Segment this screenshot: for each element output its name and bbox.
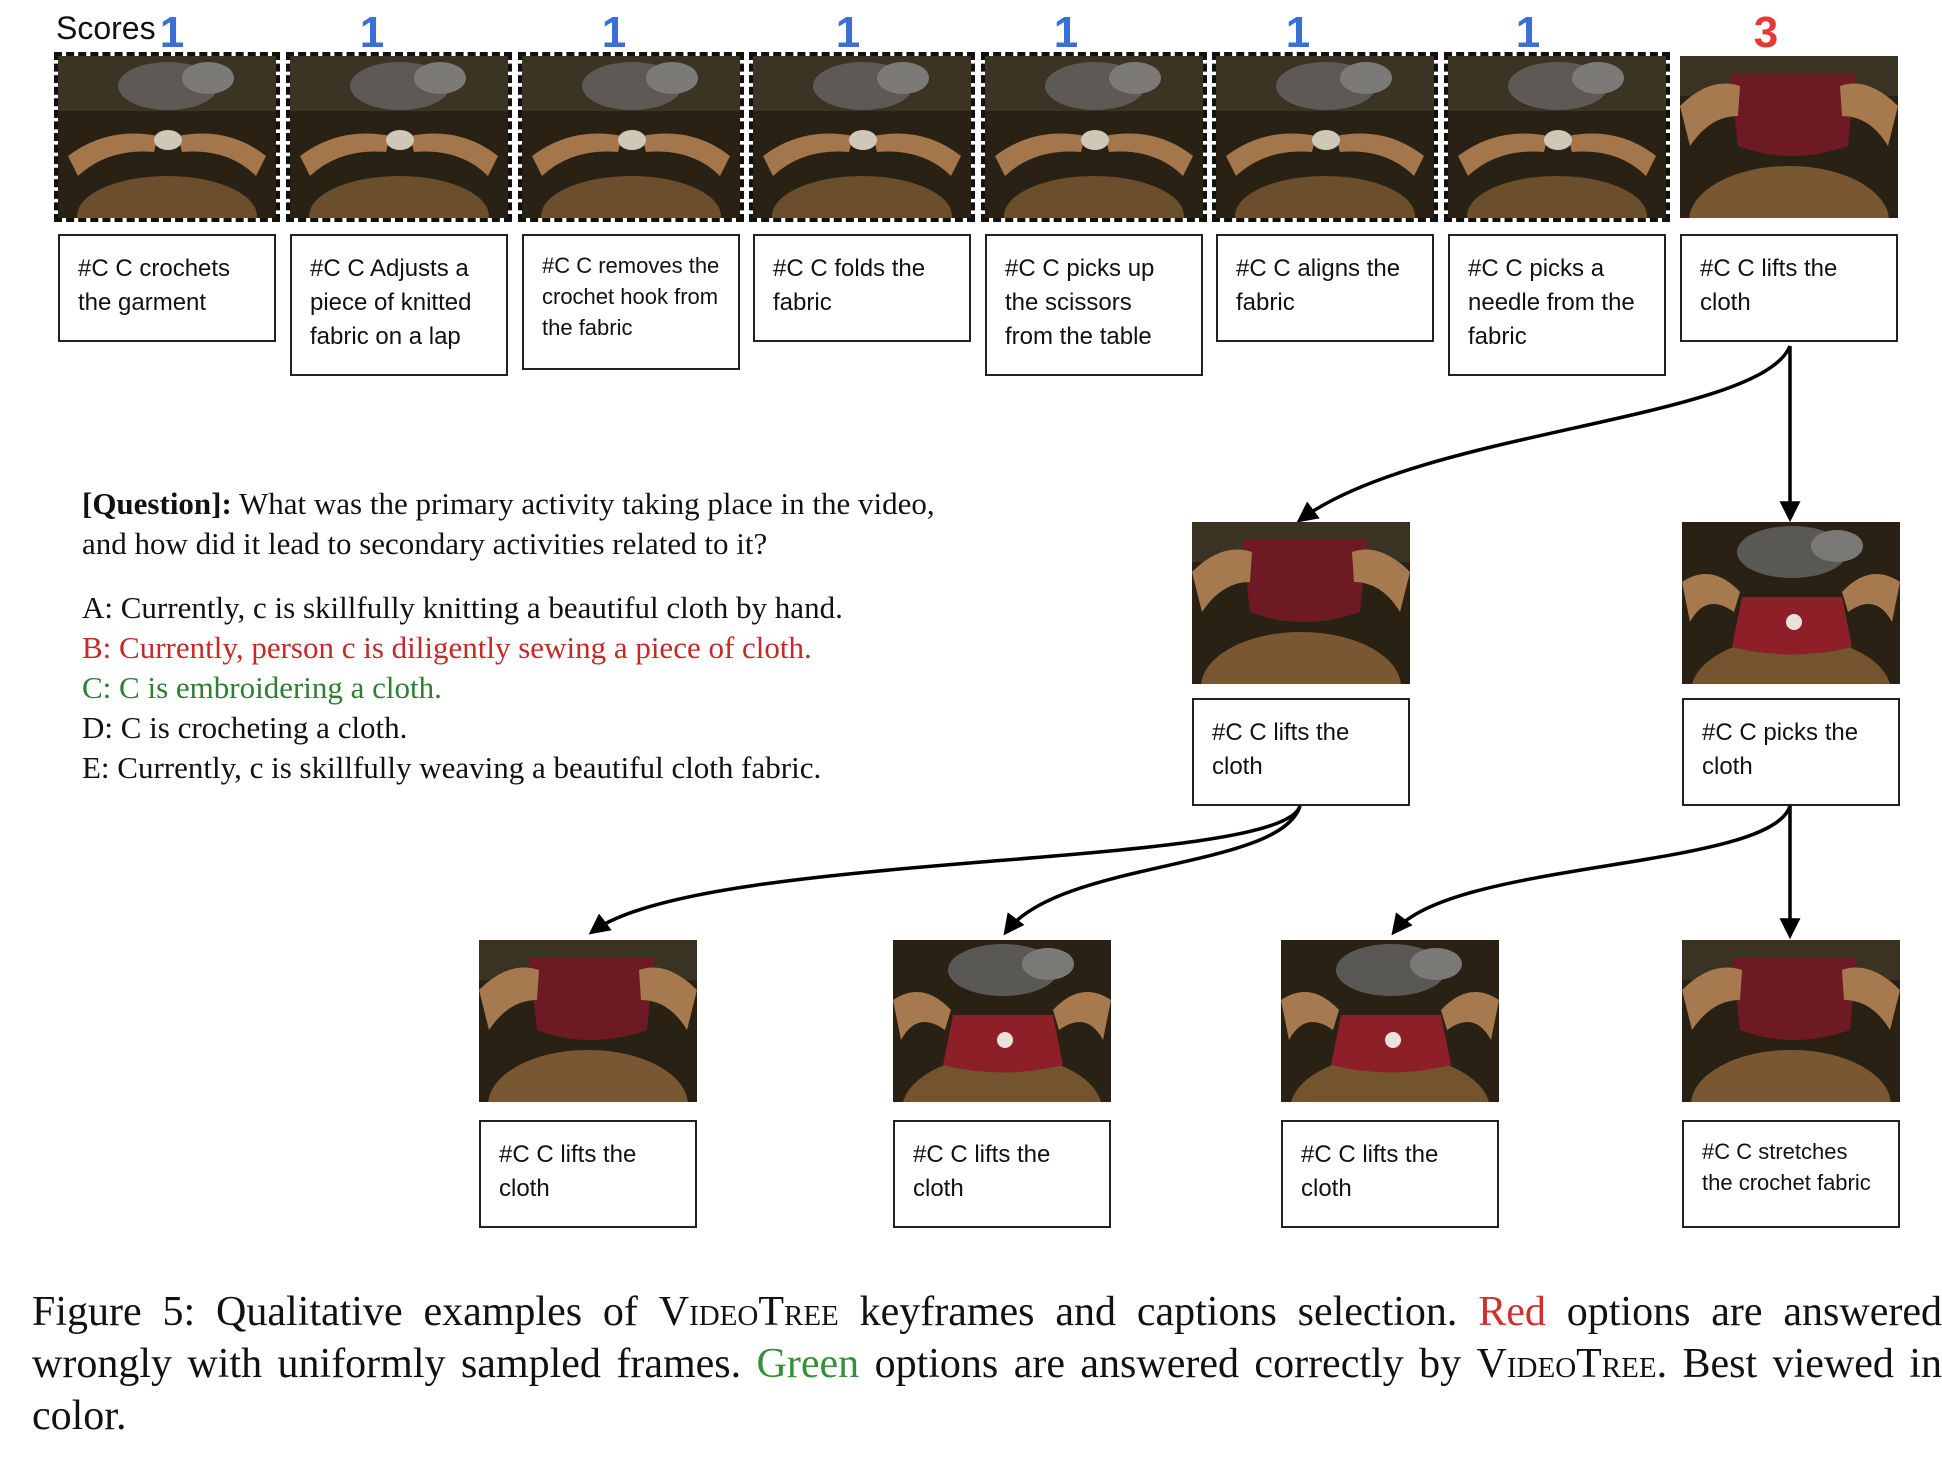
caption-mid2: options are answered wrongly with unifor… [32, 1289, 1942, 1387]
question-block: [Question]: What was the primary activit… [82, 484, 982, 788]
top-6-caption: #C C aligns the fabric [1216, 234, 1434, 342]
score-1: 1 [159, 8, 185, 57]
bottom-3-keyframe [1281, 940, 1499, 1102]
caption-red-word: Red [1478, 1289, 1546, 1335]
score-4: 1 [835, 8, 861, 57]
caption-green-word: Green [756, 1341, 860, 1387]
scores-label: Scores [56, 10, 156, 46]
caption-method-name: VideoTree [658, 1289, 839, 1335]
top-4-caption: #C C folds the fabric [753, 234, 971, 342]
bottom-1-keyframe [479, 940, 697, 1102]
top-1-keyframe [54, 52, 280, 222]
top-2-keyframe [286, 52, 512, 222]
score-2: 1 [359, 8, 385, 57]
option-e: E: Currently, c is skillfully weaving a … [82, 750, 822, 785]
top-1-caption: #C C crochets the garment [58, 234, 276, 342]
top-5-caption: #C C picks up the scissors from the tabl… [985, 234, 1203, 376]
question-body: What was the primary activity taking pla… [82, 486, 935, 561]
arrow-right-to-b3 [1391, 805, 1792, 936]
middle-2-keyframe [1682, 522, 1900, 684]
bottom-1-caption: #C C lifts the cloth [479, 1120, 697, 1228]
middle-2-caption: #C C picks the cloth [1682, 698, 1900, 806]
figure-caption: Figure 5: Qualitative examples of VideoT… [32, 1286, 1942, 1442]
option-c: C: C is embroidering a cloth. [82, 670, 442, 705]
question-label: [Question]: [82, 486, 232, 521]
question-text: [Question]: What was the primary activit… [82, 484, 982, 564]
top-8-keyframe [1680, 56, 1898, 218]
score-7: 1 [1515, 8, 1541, 57]
caption-method-name-2: VideoTree [1476, 1341, 1657, 1387]
bottom-2-caption: #C C lifts the cloth [893, 1120, 1111, 1228]
top-3-keyframe [518, 52, 744, 222]
middle-1-keyframe [1192, 522, 1410, 684]
score-3: 1 [601, 8, 627, 57]
arrow-left-to-b1 [588, 805, 1302, 935]
top-2-caption: #C C Adjusts a piece of knitted fabric o… [290, 234, 508, 376]
caption-mid1: keyframes and captions selection. [838, 1289, 1479, 1335]
top-6-keyframe [1212, 52, 1438, 222]
bottom-2-keyframe [893, 940, 1111, 1102]
top-5-keyframe [981, 52, 1207, 222]
bottom-4-caption: #C C stretches the crochet fabric [1682, 1120, 1900, 1228]
middle-1-caption: #C C lifts the cloth [1192, 698, 1410, 806]
top-7-keyframe [1444, 52, 1670, 222]
bottom-3-caption: #C C lifts the cloth [1281, 1120, 1499, 1228]
score-8: 3 [1753, 8, 1779, 57]
caption-suffix: . Best viewed in color. [32, 1341, 1942, 1439]
top-7-caption: #C C picks a needle from the fabric [1448, 234, 1666, 376]
caption-prefix: Figure 5: Qualitative examples of [32, 1289, 659, 1335]
score-5: 1 [1053, 8, 1079, 57]
score-6: 1 [1285, 8, 1311, 57]
arrow-left-to-b2 [1003, 805, 1302, 936]
option-b: B: Currently, person c is diligently sew… [82, 630, 812, 665]
option-a: A: Currently, c is skillfully knitting a… [82, 590, 843, 625]
top-4-keyframe [749, 52, 975, 222]
caption-mid3: options are answered correctly by [859, 1341, 1477, 1387]
option-d: D: C is crocheting a cloth. [82, 710, 408, 745]
top-3-caption: #C C removes the crochet hook from the f… [522, 234, 740, 370]
top-8-caption: #C C lifts the cloth [1680, 234, 1898, 342]
bottom-4-keyframe [1682, 940, 1900, 1102]
options-list: A: Currently, c is skillfully knitting a… [82, 588, 982, 788]
